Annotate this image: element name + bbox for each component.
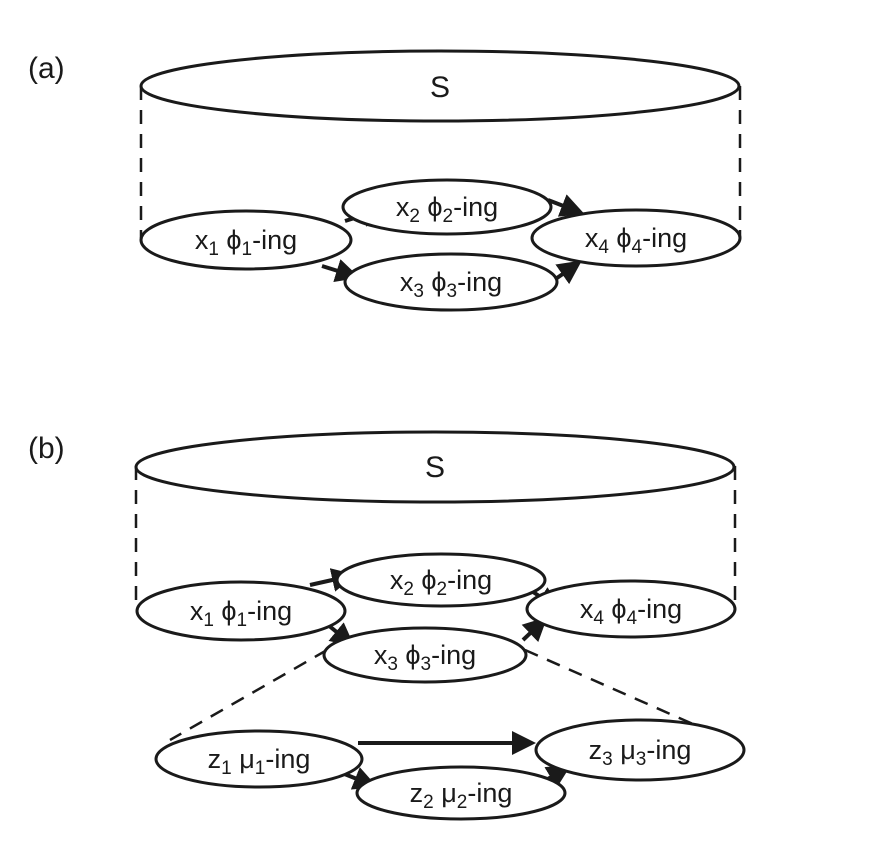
panel-a: (a) S x1 ϕ1-ing x2 ϕ2-ing <box>28 49 742 312</box>
panel-b-zoom-right-line <box>524 648 703 730</box>
panel-a-node-x2: x2 ϕ2-ing <box>341 178 553 236</box>
panel-b-system-ellipse <box>134 430 736 504</box>
panel-a-node-x3: x3 ϕ3-ing <box>343 252 559 312</box>
panel-a-node-x4: x4 ϕ4-ing <box>530 208 742 268</box>
panel-a-node-x1-label: x1 ϕ1-ing <box>195 225 297 260</box>
panel-a-node-x2-label: x2 ϕ2-ing <box>396 192 498 227</box>
panel-b-node-x4-label: x4 ϕ4-ing <box>580 594 682 629</box>
panel-a-node-x4-label: x4 ϕ4-ing <box>585 223 687 258</box>
panel-b-node-x4: x4 ϕ4-ing <box>525 579 737 639</box>
panel-b-subnode-z2-label: z2 μ2-ing <box>410 778 513 813</box>
panel-b-node-x1-ellipse <box>135 580 347 642</box>
panel-b-system-label: S <box>425 451 445 484</box>
panel-b-subnode-z2-ellipse <box>355 765 567 821</box>
panel-b-subnode-z3: z3 μ3-ing <box>534 718 746 782</box>
panel-b-label: (b) <box>28 432 65 465</box>
panel-a-node-x2-ellipse <box>341 178 553 236</box>
panel-b-subnode-z1-ellipse <box>154 729 364 789</box>
panel-b-subnode-z1-label: z1 μ1-ing <box>208 744 311 779</box>
panel-b-node-x3: x3 ϕ3-ing <box>322 626 528 684</box>
panel-a-system-ellipse <box>139 49 741 123</box>
panel-b-subnode-z3-ellipse <box>534 718 746 782</box>
panel-b-node-x3-ellipse <box>322 626 528 684</box>
panel-a-node-x1: x1 ϕ1-ing <box>139 209 353 271</box>
panel-a-node-x4-ellipse <box>530 208 742 268</box>
panel-b-zoom-left-line <box>169 648 328 742</box>
panel-a-arrow-x2-x4 <box>547 194 585 217</box>
panel-b-node-x2-label: x2 ϕ2-ing <box>390 565 492 600</box>
panel-b-node-x3-label: x3 ϕ3-ing <box>374 640 476 675</box>
panel-b-node-x2: x2 ϕ2-ing <box>335 552 547 608</box>
panel-b-subnode-z3-label: z3 μ3-ing <box>589 735 692 770</box>
panel-b: (b) S x1 ϕ1-ing x2 ϕ2-ing <box>28 430 746 821</box>
panel-b-node-x1: x1 ϕ1-ing <box>135 580 347 642</box>
panel-b-node-x1-label: x1 ϕ1-ing <box>190 596 292 631</box>
panel-a-node-x1-ellipse <box>139 209 353 271</box>
panel-b-subnode-z2: z2 μ2-ing <box>355 765 567 821</box>
panel-a-system-label: S <box>430 71 450 104</box>
panel-b-node-x4-ellipse <box>525 579 737 639</box>
panel-b-node-x2-ellipse <box>335 552 547 608</box>
panel-a-node-x3-ellipse <box>343 252 559 312</box>
panel-a-label: (a) <box>28 52 65 85</box>
panel-a-node-x3-label: x3 ϕ3-ing <box>400 267 502 302</box>
panel-b-subnode-z1: z1 μ1-ing <box>154 729 364 789</box>
